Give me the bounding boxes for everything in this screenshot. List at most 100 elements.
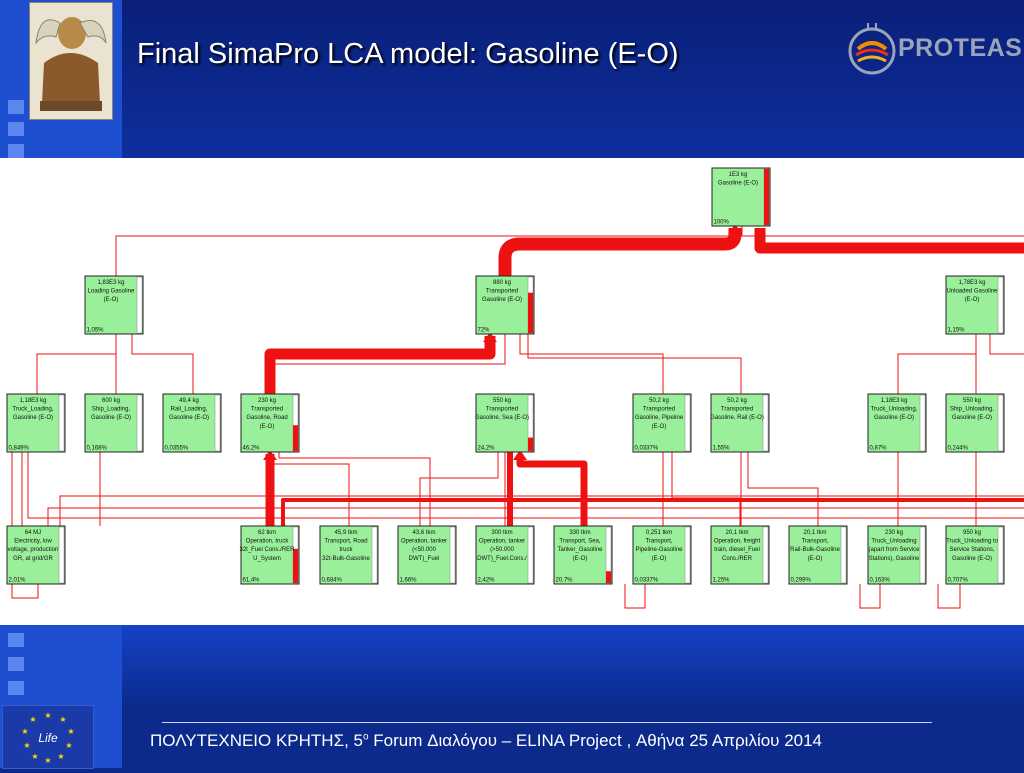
slide-header [0, 0, 1024, 158]
decorative-square [8, 144, 24, 158]
node-label-line: DWT)_Fuel [409, 556, 440, 562]
node-box [162, 393, 222, 453]
node-label-line: Operation, tanker [479, 539, 525, 545]
node-percentage: 20,7% [556, 578, 574, 584]
node-label-line: Transported [643, 407, 675, 413]
decorative-square [8, 681, 24, 695]
node-label-line: Transport, Sea, [559, 539, 600, 545]
node-label-line: Transport, Road [324, 539, 367, 545]
node-box [710, 393, 770, 453]
node-box [632, 525, 692, 585]
decorative-square [8, 100, 24, 114]
node-percentage: 2,01% [9, 578, 27, 584]
flow-line-thin [741, 226, 1024, 237]
slide-title: Final SimaPro LCA model: Gasoline (E-O) [137, 38, 679, 70]
node-contribution-bar [293, 425, 298, 451]
node-label-line: 50,2 kg [649, 398, 669, 404]
node-contribution-track [997, 276, 1004, 334]
node-box [475, 275, 535, 335]
node-label-line: Service Stations, [949, 547, 994, 553]
flow-line-thin [11, 452, 39, 599]
node-label-line: Gasoline (E-O) [91, 415, 131, 421]
node-percentage: 24,2% [478, 446, 496, 452]
node-label-line: 1,18E3 kg [19, 398, 46, 404]
node-label-line: 1,18E3 kg [880, 398, 907, 404]
flow-line-thin [897, 334, 977, 394]
node-label-line: Gasoline, Pipeline [635, 415, 684, 421]
node-box [84, 393, 144, 453]
node-contribution-track [919, 394, 926, 452]
decorative-square [8, 122, 24, 136]
flow-line-thin [59, 495, 1024, 526]
node-label-line: Gasoline (E-O) [718, 181, 758, 187]
node-box [867, 525, 927, 585]
node-percentage: 1,25% [713, 578, 731, 584]
node-contribution-track [58, 394, 65, 452]
node-contribution-track [684, 394, 691, 452]
flow-band-thick [281, 498, 1024, 526]
node-box [632, 393, 692, 453]
node-label-line: 49,4 kg [179, 398, 199, 404]
node-label-line: (E-O) [652, 424, 667, 430]
node-contribution-track [840, 526, 847, 584]
node-percentage: 1,15% [948, 328, 966, 334]
node-label-line: 330 tkm [569, 530, 590, 536]
node-contribution-bar [764, 169, 769, 225]
node-label-line: 1E3 kg [729, 172, 748, 178]
node-label-line: Gasoline (E-O) [482, 297, 522, 303]
node-label-line: Operation, truck [246, 539, 290, 545]
diagram-bottom-band [0, 619, 730, 625]
node-label-line: (E-O) [808, 556, 823, 562]
node-label-line: Tanker_Gasoline [557, 547, 603, 553]
flow-arrow-head [263, 450, 277, 460]
node-label-line: (E-O) [965, 297, 980, 303]
node-label-line: 1,78E3 kg [958, 280, 985, 286]
flow-line-thin [36, 334, 117, 394]
flow-band-thick [516, 454, 588, 526]
node-label-line: 20,1 tkm [725, 530, 748, 536]
svg-text:★: ★ [67, 727, 74, 736]
node-box [84, 275, 144, 335]
node-label-line: (E-O) [260, 424, 275, 430]
node-label-line: Electricity, low [14, 539, 52, 545]
node-label-line: 950 kg [963, 530, 981, 536]
node-label-line: 20,1 tkm [803, 530, 826, 536]
node-percentage: 1,66% [400, 578, 418, 584]
node-contribution-track [371, 526, 378, 584]
node-label-line: 880 kg [493, 280, 511, 286]
node-percentage: 0,0337% [635, 578, 659, 584]
node-box [867, 393, 927, 453]
node-box [6, 393, 66, 453]
node-label-line: Transported [486, 289, 518, 295]
svg-text:★: ★ [29, 715, 36, 724]
node-box [553, 525, 613, 585]
svg-text:★: ★ [23, 741, 30, 750]
node-percentage: 0,0355% [165, 446, 189, 452]
node-box [240, 393, 300, 453]
flow-line-thin [278, 452, 431, 526]
flow-line-thin [270, 334, 506, 394]
footer-caption-rest: Forum Διαλόγου – ELINA Project , Αθήνα 2… [368, 731, 823, 750]
node-box [945, 393, 1005, 453]
node-contribution-track [684, 526, 691, 584]
node-label-line: Rail-Bulk-Gasoline [790, 547, 840, 553]
node-label-line: voltage, production [8, 547, 59, 553]
node-contribution-track [136, 394, 143, 452]
footer-caption: ΠΟΛΥΤΕΧΝΕΙΟ ΚΡΗΤΗΣ, 5ο Forum Διαλόγου – … [150, 731, 950, 751]
node-percentage: 0,299% [791, 578, 812, 584]
flow-line-thin [989, 334, 1024, 355]
process-node-electricity: 64 MJ Electricity, low voltage, production… [6, 525, 66, 585]
node-percentage: 1,55% [713, 446, 731, 452]
node-label-line: 64 MJ [25, 530, 41, 536]
node-label-line: Truck_Unloading [871, 539, 916, 545]
node-label-line: 550 kg [963, 398, 981, 404]
